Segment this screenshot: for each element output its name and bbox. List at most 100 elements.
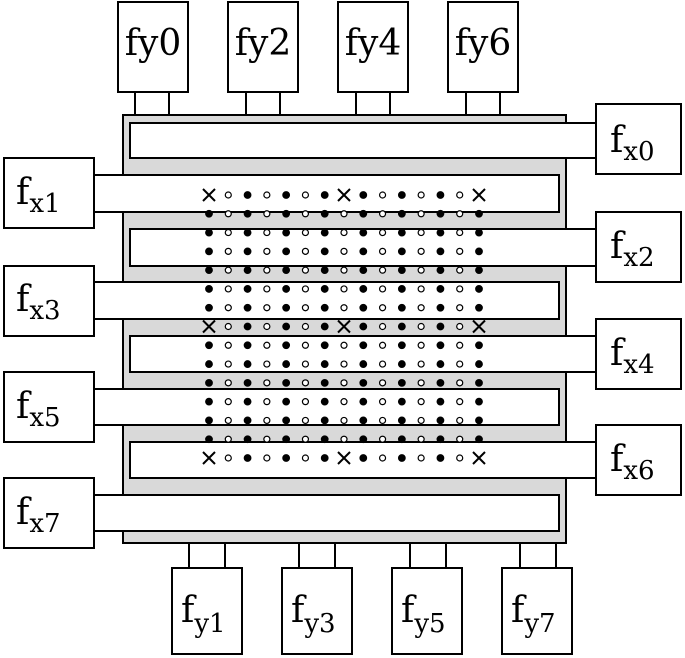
fy6-label: fy6 <box>455 23 512 64</box>
grid-dot-filled <box>359 378 368 387</box>
grid-dot-filled <box>282 341 291 350</box>
grid-dot-open <box>301 247 310 255</box>
grid-dot-open <box>456 266 464 274</box>
grid-dot-open <box>263 360 271 368</box>
fx7-sub: x7 <box>29 509 60 539</box>
grid-dot-open <box>378 341 387 349</box>
grid-dot-filled <box>397 341 406 350</box>
grid-dot-filled <box>397 303 406 312</box>
grid-dot-filled <box>282 191 291 199</box>
fx2-label: fx2 <box>610 226 655 273</box>
grid-dot-filled <box>475 378 483 387</box>
grid-dot-open <box>378 398 387 406</box>
grid-dot-open <box>340 210 348 218</box>
grid-dot-open <box>301 341 310 349</box>
fx3-main: f <box>16 279 32 320</box>
grid-dot-filled <box>397 191 406 199</box>
grid-dot-open <box>301 322 310 331</box>
fx6-label: fx6 <box>610 439 655 486</box>
grid-dot-filled <box>475 341 483 350</box>
grid-dot-filled <box>243 191 252 199</box>
fy5-label: fy5 <box>401 590 446 639</box>
bottom-pad-fy3: fy3 <box>281 543 353 655</box>
bottom-pad-fy7: fy7 <box>501 543 573 655</box>
grid-dot-filled <box>320 322 329 331</box>
grid-dot-filled <box>243 303 252 312</box>
grid-dot-open <box>417 341 425 349</box>
fy7-sub: y7 <box>523 609 555 639</box>
grid-dot-filled <box>243 397 252 406</box>
grid-dot-filled <box>205 303 213 312</box>
grid-dot-open <box>301 285 310 293</box>
grid-dot-filled <box>397 322 406 331</box>
grid-dot-filled <box>359 341 368 350</box>
grid-dot-open <box>263 228 271 237</box>
grid-dot-filled <box>282 416 291 425</box>
grid-dot-open <box>263 341 271 349</box>
grid-dot-filled <box>397 285 406 293</box>
fy0-label: fy0 <box>125 23 182 64</box>
grid-dot-open <box>224 228 232 237</box>
grid-dot-open <box>224 379 232 387</box>
grid-dot-filled <box>436 247 445 256</box>
grid-dot-filled <box>397 416 406 425</box>
grid-dot-filled <box>320 266 329 275</box>
grid-dot-filled <box>282 454 291 462</box>
grid-dot-filled <box>205 266 213 275</box>
grid-dot-open <box>224 266 232 274</box>
grid-cross-mark <box>337 451 351 465</box>
grid-dot-filled <box>436 435 445 444</box>
grid-dot-open <box>263 454 271 462</box>
grid-dot-open <box>224 247 232 255</box>
fx1-sub: x1 <box>29 189 60 219</box>
grid-dot-filled <box>436 266 445 275</box>
grid-dot-filled <box>320 454 329 462</box>
fx5-main: f <box>16 386 32 427</box>
grid-dot-filled <box>282 303 291 312</box>
grid-dot-open <box>301 454 310 462</box>
grid-dot-filled <box>436 228 445 237</box>
grid-dot-open <box>340 341 348 349</box>
grid-dot-open <box>224 360 232 368</box>
fx6-main: f <box>610 439 626 480</box>
fx5-sub: x5 <box>29 403 60 433</box>
grid-dot-filled <box>243 209 252 218</box>
grid-dot-open <box>417 398 425 406</box>
grid-dot-open <box>378 416 387 425</box>
grid-dot-open <box>263 191 271 199</box>
grid-dot-filled <box>320 397 329 406</box>
grid-dot-open <box>340 379 348 387</box>
grid-dot-filled <box>282 360 291 368</box>
grid-dot-open <box>456 416 464 425</box>
grid-dot-filled <box>320 285 329 293</box>
fx5-label: fx5 <box>16 386 61 433</box>
grid-dot-open <box>263 435 271 443</box>
grid-dot-open <box>340 360 348 368</box>
grid-dot-open <box>378 379 387 387</box>
grid-dot-filled <box>359 303 368 312</box>
grid-dot-filled <box>397 209 406 218</box>
grid-dot-open <box>224 416 232 425</box>
grid-dot-filled <box>282 322 291 331</box>
fx6-sub: x6 <box>623 456 654 486</box>
grid-dot-filled <box>205 416 213 425</box>
grid-dot-filled <box>320 416 329 425</box>
grid-dot-open <box>224 304 232 312</box>
grid-dot-open <box>263 304 271 312</box>
grid-dot-filled <box>475 228 483 237</box>
grid-dot-filled <box>243 228 252 237</box>
grid-dot-open <box>456 398 464 406</box>
fy7-label: fy7 <box>511 590 556 639</box>
fy1-sub: y1 <box>193 609 225 639</box>
grid-dot-open <box>340 228 348 237</box>
grid-dot-open <box>378 210 387 218</box>
grid-dot-open <box>340 435 348 443</box>
grid-dot-filled <box>397 228 406 237</box>
grid-dot-filled <box>320 191 329 199</box>
grid-dot-open <box>378 266 387 274</box>
grid-dot-filled <box>282 397 291 406</box>
fx1-main: f <box>16 172 32 213</box>
fy7-main: f <box>511 590 527 631</box>
grid-dot-filled <box>243 435 252 444</box>
